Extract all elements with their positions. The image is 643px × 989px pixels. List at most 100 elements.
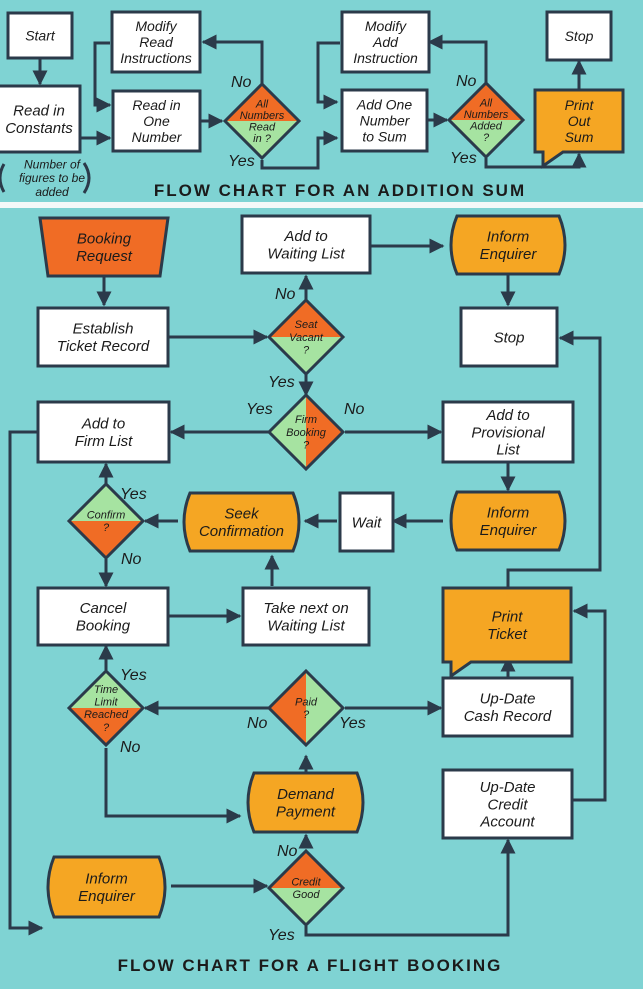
node-update-cash-record-text: Cash Record	[464, 708, 552, 725]
node-modify-read-instructions-shape	[110, 10, 202, 74]
node-cancel-booking-shape	[36, 586, 170, 647]
node-wait[interactable]: Wait	[338, 491, 395, 553]
decision-confirm-text: Confirm	[87, 510, 126, 522]
paren-right	[82, 162, 91, 194]
node-booking-request-shape	[38, 216, 170, 278]
node-print-ticket-text: Print	[492, 609, 524, 626]
decision-paid-left	[269, 671, 306, 745]
decision-time-limit-reached-outline	[66, 668, 146, 748]
node-cancel-booking-text: Cancel	[80, 600, 127, 617]
decision-credit-good-text: Good	[293, 889, 321, 901]
node-booking-request-text: Booking	[77, 231, 132, 248]
node-add-to-waiting-list-text: Waiting List	[267, 245, 345, 262]
node-print-ticket-shape	[441, 586, 573, 679]
decision-time-limit-reached-text: Limit	[94, 697, 118, 709]
node-establish-ticket-record-shape	[36, 306, 170, 368]
node-read-constants-text: Constants	[5, 120, 73, 137]
decision-paid-outline	[266, 668, 346, 748]
node-wait-shape	[338, 491, 395, 553]
edge-modify-read-to-read-number	[93, 41, 112, 113]
node-modify-add-instruction-text: Modify	[365, 18, 407, 34]
decision-confirm-bottom	[69, 521, 143, 558]
decision-all-numbers-read-text: in ?	[253, 133, 272, 145]
node-add-one-number-text: to Sum	[362, 129, 407, 145]
node-add-to-provisional-list-text: Add to	[485, 407, 529, 424]
node-print-out-sum-text: Out	[568, 113, 592, 129]
edge-time-no-to-demand	[104, 748, 242, 824]
node-add-to-firm-list-text: Add to	[81, 416, 125, 433]
node-start-text: Start	[25, 27, 56, 43]
node-modify-read-instructions-text: Read	[139, 34, 174, 50]
node-stop-booking[interactable]: Stop	[459, 306, 559, 368]
node-booking-request-text: Request	[76, 248, 133, 265]
node-stop-addition-shape	[545, 10, 613, 62]
decision-firm-booking-outline	[266, 392, 346, 472]
label-yes-seat-vacant: Yes	[268, 374, 295, 391]
node-modify-read-instructions-text: Modify	[135, 18, 177, 34]
node-add-to-firm-list-shape	[36, 400, 171, 464]
node-update-credit-account-text: Credit	[487, 796, 528, 813]
decision-confirm[interactable]: Confirm?	[66, 481, 146, 561]
decision-credit-good-top	[269, 851, 343, 888]
node-update-credit-account-text: Up-Date	[480, 779, 536, 796]
section-separator	[0, 202, 643, 208]
node-inform-enquirer-3-text: Inform	[85, 871, 128, 888]
node-seek-confirmation-text: Seek	[224, 506, 260, 523]
node-read-constants-text: Read in	[13, 103, 65, 120]
label-no-firm-booking: No	[344, 401, 365, 418]
addition-chart-title: FLOW CHART FOR AN ADDITION SUM	[154, 181, 526, 200]
node-demand-payment-text: Payment	[276, 803, 336, 820]
node-update-cash-record-text: Up-Date	[480, 691, 536, 708]
decision-firm-booking-text: Firm	[295, 414, 317, 426]
edge-update-credit-to-print	[572, 603, 607, 802]
decision-paid[interactable]: Paid?	[266, 668, 346, 748]
node-read-one-number-text: Read in	[132, 97, 180, 113]
decision-all-numbers-read-outline	[222, 81, 302, 161]
node-add-to-provisional-list-text: List	[496, 442, 520, 459]
node-wait-text: Wait	[352, 514, 383, 531]
node-inform-enquirer-1-shape	[449, 214, 567, 276]
node-start[interactable]: Start	[6, 11, 74, 60]
decision-all-numbers-added-text: Added	[469, 120, 503, 132]
node-modify-add-instruction-text: Instruction	[353, 50, 418, 66]
node-stop-addition[interactable]: Stop	[545, 10, 613, 62]
label-no-seat-vacant: No	[275, 286, 296, 303]
decision-time-limit-reached-top	[69, 671, 143, 708]
edge-credit-yes-to-update-credit	[304, 838, 516, 937]
label-yes-paid: Yes	[339, 715, 366, 732]
decision-confirm-outline	[66, 481, 146, 561]
note-number-of-figures-text: Number of	[24, 157, 82, 171]
node-take-next-on-waiting-list-text: Waiting List	[267, 617, 345, 634]
decision-time-limit-reached-text: ?	[103, 722, 110, 734]
node-modify-read-instructions-text: Instructions	[120, 50, 192, 66]
decision-all-numbers-read-text: Numbers	[240, 110, 285, 122]
